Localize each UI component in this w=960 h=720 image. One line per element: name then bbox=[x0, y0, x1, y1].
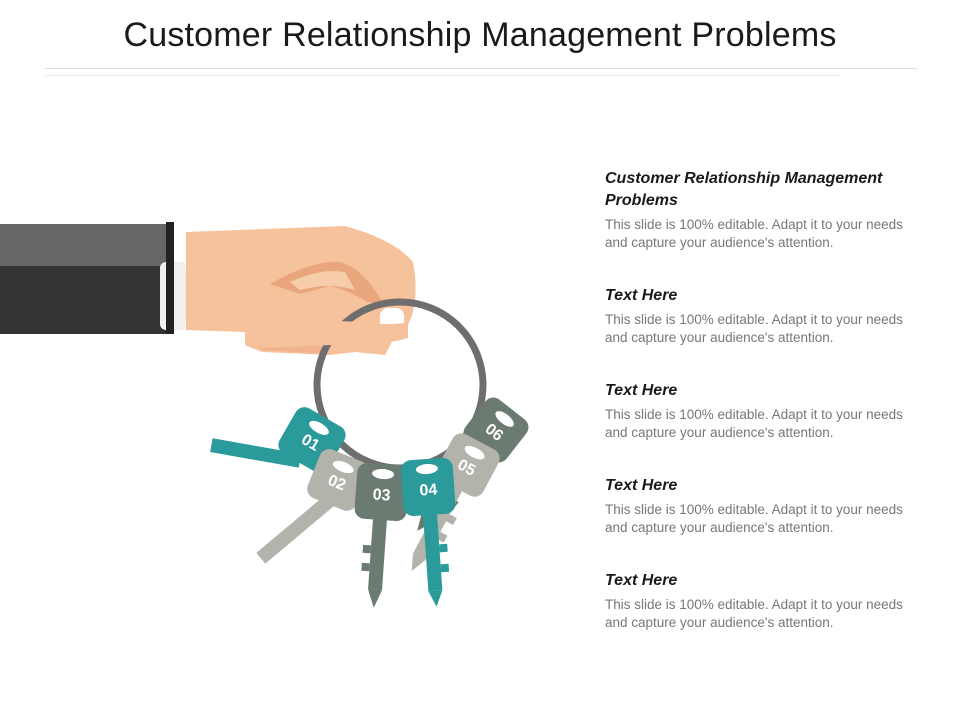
key-label-01: 01 bbox=[298, 431, 322, 455]
title-divider-secondary bbox=[45, 75, 840, 76]
item-body: This slide is 100% editable. Adapt it to… bbox=[605, 217, 903, 250]
key-label-05: 05 bbox=[455, 456, 479, 479]
item-heading: Customer Relationship Management Problem… bbox=[605, 170, 883, 209]
key-label-02: 02 bbox=[325, 472, 348, 494]
item-body: This slide is 100% editable. Adapt it to… bbox=[605, 407, 903, 440]
text-item-4: Text Here This slide is 100% editable. A… bbox=[605, 475, 925, 537]
thumb bbox=[245, 321, 408, 348]
text-item-1: Customer Relationship Management Problem… bbox=[605, 168, 925, 252]
key-02: 02 bbox=[256, 449, 369, 564]
item-body: This slide is 100% editable. Adapt it to… bbox=[605, 597, 903, 630]
key-label-03: 03 bbox=[372, 486, 391, 504]
title-divider bbox=[45, 68, 917, 69]
text-item-2: Text Here This slide is 100% editable. A… bbox=[605, 285, 925, 347]
item-body: This slide is 100% editable. Adapt it to… bbox=[605, 502, 903, 535]
text-item-5: Text Here This slide is 100% editable. A… bbox=[605, 570, 925, 632]
hand-keyring-illustration: 06 05 01 02 03 04 bbox=[0, 222, 529, 608]
item-heading: Text Here bbox=[605, 287, 678, 304]
item-heading: Text Here bbox=[605, 477, 678, 494]
key-04: 04 bbox=[400, 457, 456, 607]
item-body: This slide is 100% editable. Adapt it to… bbox=[605, 312, 903, 345]
key-label-04: 04 bbox=[419, 481, 438, 499]
suit-sleeve bbox=[0, 222, 186, 334]
item-heading: Text Here bbox=[605, 572, 678, 589]
text-item-3: Text Here This slide is 100% editable. A… bbox=[605, 380, 925, 442]
item-heading: Text Here bbox=[605, 382, 678, 399]
key-03: 03 bbox=[354, 462, 410, 608]
slide-title: Customer Relationship Management Problem… bbox=[123, 16, 837, 54]
